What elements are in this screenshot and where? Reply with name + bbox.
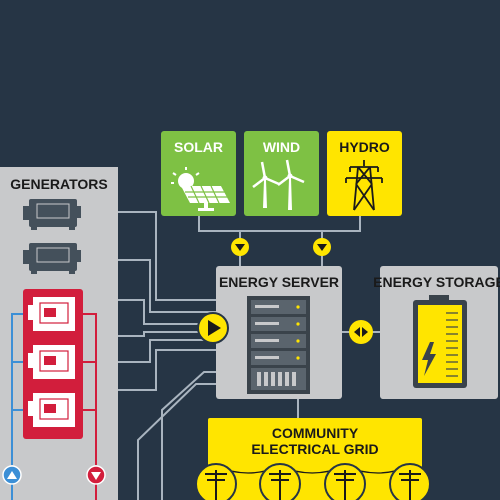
energy-server-title: ENERGY SERVER (219, 274, 339, 290)
down-arrow-icon (86, 465, 106, 485)
power-pole-icon (324, 463, 366, 500)
generators-title: GENERATORS (10, 176, 108, 192)
hydro-flow-arrow-icon (313, 238, 331, 256)
server-rack-icon (247, 296, 310, 394)
return-line (83, 313, 97, 465)
transmission-tower-icon (345, 160, 383, 211)
active-generator-icon (28, 393, 75, 427)
power-pole-icon (389, 463, 431, 500)
generator-unit-icon (23, 199, 81, 230)
fuel-in-line (11, 313, 23, 465)
server-input-arrow-icon (197, 312, 229, 344)
power-pole-icon (195, 463, 237, 500)
hydro-label: HYDRO (339, 139, 390, 155)
energy-storage-box: ENERGY STORAGE (373, 266, 500, 399)
grid-title-line1: COMMUNITY (272, 425, 359, 441)
generators-panel: GENERATORS (0, 167, 118, 500)
solar-label: SOLAR (174, 139, 223, 155)
bidirectional-arrow-icon (349, 320, 373, 344)
energy-server-box: ENERGY SERVER (216, 266, 342, 399)
active-generator-icon (28, 345, 75, 379)
hydro-box: HYDRO (327, 131, 402, 216)
up-arrow-icon (2, 465, 22, 485)
active-generator-icon (28, 297, 75, 331)
energy-storage-title: ENERGY STORAGE (373, 274, 500, 290)
wind-label: WIND (263, 139, 300, 155)
solar-wind-flow-arrow-icon (231, 238, 249, 256)
solar-panel-icon (171, 167, 230, 211)
grid-title-line2: ELECTRICAL GRID (251, 441, 378, 457)
wind-box: WIND (244, 131, 319, 216)
battery-icon (413, 295, 467, 388)
wind-turbine-icon (252, 159, 305, 210)
generator-unit-icon (23, 243, 81, 274)
power-pole-icon (259, 463, 301, 500)
solar-box: SOLAR (161, 131, 236, 216)
